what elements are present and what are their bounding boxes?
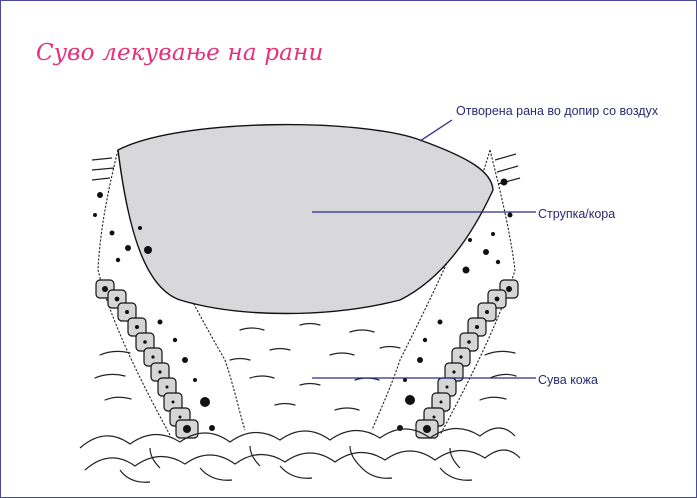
label-open-wound: Отворена рана во допир со воздух: [456, 104, 658, 118]
connective-tissue: [80, 428, 520, 482]
leader-open-wound: [420, 120, 452, 141]
right-cell-column: [416, 280, 518, 438]
label-scab: Струпка/кора: [538, 207, 615, 221]
label-dry-skin: Сува кожа: [538, 373, 598, 387]
